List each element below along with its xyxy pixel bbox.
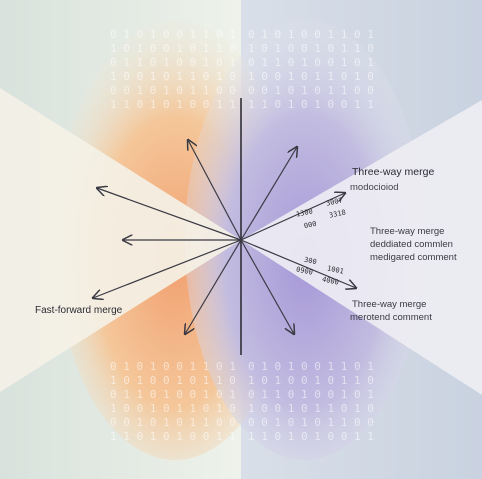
binary-row: 0 0 1 0 1 0 1 1 0 0 bbox=[248, 84, 374, 97]
arrow-left-up bbox=[188, 140, 242, 241]
binary-row: 0 0 1 0 1 0 1 1 0 0 bbox=[110, 416, 236, 429]
binary-row: 0 0 1 0 1 0 1 1 0 0 bbox=[110, 84, 236, 97]
binary-row: 1 0 0 1 0 1 1 0 1 0 bbox=[110, 402, 236, 415]
binary-row: 1 1 0 1 0 1 0 0 1 1 bbox=[110, 98, 236, 111]
binary-row: 0 1 1 0 1 0 0 1 0 1 bbox=[248, 56, 374, 69]
three-way-merge-label-3: Three-way merge bbox=[352, 299, 427, 310]
three-way-merge-label-2: Three-way merge bbox=[370, 226, 445, 237]
binary-row: 0 1 0 1 0 0 1 1 0 1 bbox=[248, 360, 374, 373]
binary-row: 1 0 0 1 0 1 1 0 1 0 bbox=[248, 70, 374, 83]
binary-row: 0 1 1 0 1 0 0 1 0 1 bbox=[248, 388, 374, 401]
binary-row: 1 1 0 1 0 1 0 0 1 1 bbox=[248, 98, 374, 111]
arrow-right-lower bbox=[240, 239, 356, 288]
binary-row: 1 0 0 1 0 1 1 0 1 0 bbox=[110, 70, 236, 83]
three-way-merge-label-1: Three-way merge bbox=[352, 166, 435, 178]
arrow-left-lower bbox=[93, 239, 242, 298]
arrow-left-upper bbox=[97, 188, 242, 241]
three-way-merge-sub-2b: medigared comment bbox=[370, 252, 457, 263]
arrow-right-down bbox=[240, 239, 294, 334]
arrow-right-upper bbox=[240, 193, 345, 241]
binary-row: 0 1 0 1 0 0 1 1 0 1 bbox=[110, 360, 236, 373]
binary-row: 0 0 1 0 1 0 1 1 0 0 bbox=[248, 416, 374, 429]
three-way-merge-sub-2a: deddiated commlen bbox=[370, 239, 453, 250]
binary-row: 1 0 1 0 0 1 0 1 1 0 bbox=[248, 374, 374, 387]
binary-row: 0 1 0 1 0 0 1 1 0 1 bbox=[248, 28, 374, 41]
fast-forward-label: Fast-forward merge bbox=[35, 305, 123, 316]
binary-row: 1 1 0 1 0 1 0 0 1 1 bbox=[110, 430, 236, 443]
binary-row: 0 1 0 1 0 0 1 1 0 1 bbox=[110, 28, 236, 41]
arrow-left-down bbox=[185, 239, 242, 334]
binary-row: 1 1 0 1 0 1 0 0 1 1 bbox=[248, 430, 374, 443]
three-way-merge-sub-1: modocioiod bbox=[350, 182, 399, 193]
binary-row: 1 0 1 0 0 1 0 1 1 0 bbox=[110, 42, 236, 55]
three-way-merge-sub-3: merotend comment bbox=[350, 312, 432, 323]
binary-row: 1 0 1 0 0 1 0 1 1 0 bbox=[248, 42, 374, 55]
binary-row: 0 1 1 0 1 0 0 1 0 1 bbox=[110, 388, 236, 401]
binary-row: 1 0 0 1 0 1 1 0 1 0 bbox=[248, 402, 374, 415]
binary-row: 1 0 1 0 0 1 0 1 1 0 bbox=[110, 374, 236, 387]
binary-pattern: 0 1 0 1 0 0 1 1 0 11 0 1 0 0 1 0 1 1 00 … bbox=[110, 28, 374, 443]
binary-row: 0 1 1 0 1 0 0 1 0 1 bbox=[110, 56, 236, 69]
arrow-right-up bbox=[240, 147, 297, 241]
